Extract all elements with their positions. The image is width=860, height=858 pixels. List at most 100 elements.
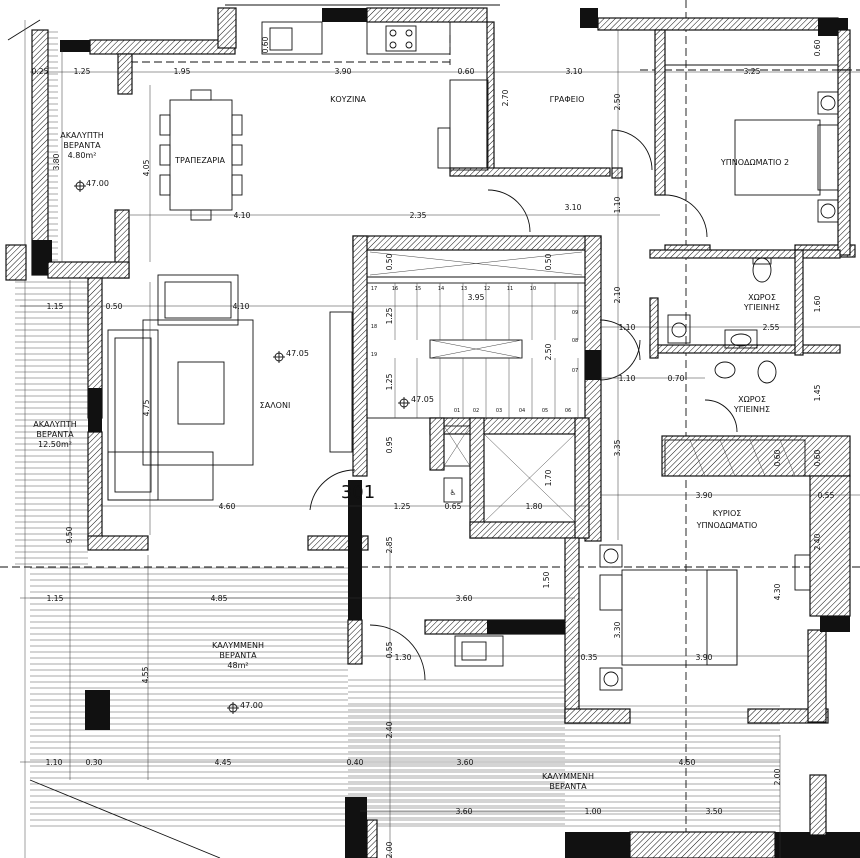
dimension-label: 0.50 [106,302,123,311]
dimension-label: 3.60 [456,594,473,603]
dimension-label: 0.95 [385,436,394,453]
stair-step-number: 18 [371,324,377,330]
room-label-master-b: ΥΠΝΟΔΩΜΑΤΙΟ [696,521,758,530]
dimension-label: 3.80 [52,153,61,170]
dimension-label: 0.40 [347,758,364,767]
stair-step-number: 10 [530,286,536,292]
dimension-label: 3.90 [696,653,713,662]
dimension-label: 3.60 [457,758,474,767]
room-label-open-veranda-left-a: ΑΚΑΛΥΠΤΗ [33,420,76,429]
dimension-label: 4.05 [142,159,151,176]
room-labels: ΚΟΥΖΙΝΑ ΓΡΑΦΕΙΟ ΥΠΝΟΔΩΜΑΤΙΟ 2 ΤΡΑΠΕΖΑΡΙΑ… [33,95,789,791]
stair-step-number: 05 [542,408,548,414]
dimension-label: 3.50 [706,807,723,816]
vertical-dimensions: 0.60 2.70 2.50 0.60 3.80 4.05 1.10 2.10 1.60 1.25… [52,36,822,858]
dimension-label: 0.35 [581,653,598,662]
dimension-label: 2.50 [544,343,553,360]
dimension-label: 1.10 [613,196,622,213]
dimension-label: 0.60 [773,449,782,466]
stair-step-number: 04 [519,408,525,414]
dimension-label: 1.15 [47,302,64,311]
dimension-label: 1.80 [526,502,543,511]
stair-step-number: 17 [371,286,377,292]
dimension-label: 4.30 [773,583,782,600]
dimension-label: 2.55 [763,323,780,332]
dimension-label: 1.10 [46,758,63,767]
dimension-label: 3.25 [744,67,761,76]
dimension-label: 0.50 [385,253,394,270]
dimension-label: 1.50 [542,571,551,588]
stair-step-number: 12 [484,286,490,292]
room-label-bath2-a: ΧΩΡΟΣ [738,395,766,404]
room-label-living: ΣΑΛΟΝΙ [260,401,291,410]
level-covered-veranda: 47.00 [240,701,263,710]
dimension-label: 1.60 [813,295,822,312]
dimension-label: 0.65 [445,502,462,511]
stair-step-number: 03 [496,408,502,414]
dimension-label: 2.40 [385,721,394,738]
level-veranda-top: 47.00 [86,179,109,188]
room-label-bath1-b: ΥΓΙΕΙΝΗΣ [743,303,780,312]
stair-step-number: 15 [415,286,421,292]
room-label-bath2-b: ΥΓΙΕΙΝΗΣ [733,405,770,414]
dimension-label: 2.10 [613,286,622,303]
stair-step-number: 09 [572,310,578,316]
dimension-label: 3.10 [565,203,582,212]
dimension-label: 3.10 [566,67,583,76]
room-label-open-veranda-left-b: ΒΕΡΑΝΤΑ [36,430,74,439]
room-label-open-veranda-top-c: 4.80m² [68,151,97,160]
level-living: 47.05 [286,349,309,358]
level-markers: 47.00 47.05 47.05 47.00 [74,179,434,714]
dimension-label: 1.45 [813,384,822,401]
dimension-label: 1.25 [394,502,411,511]
room-label-office: ΓΡΑΦΕΙΟ [550,95,585,104]
dimension-label: 4.55 [141,666,150,683]
dimension-label: 2.50 [613,93,622,110]
dimension-label: 3.30 [613,621,622,638]
stair-step-number: 02 [473,408,479,414]
dimension-label: 1.10 [619,323,636,332]
dimension-lines [20,30,860,858]
dimension-label: 2.70 [501,89,510,106]
room-label-open-veranda-left-c: 12.50m² [38,440,72,449]
dimension-label: 1.25 [385,307,394,324]
stair-step-number: 08 [572,338,578,344]
stair-step-number: 16 [392,286,398,292]
dimension-label: 0.25 [32,67,49,76]
room-label-open-veranda-top-b: ΒΕΡΑΝΤΑ [63,141,101,150]
room-label-covered-veranda-a: ΚΑΛΥΜΜΕΝΗ [212,641,264,650]
room-label-covered-veranda-c: 48m² [227,661,248,670]
level-stair: 47.05 [411,395,434,404]
room-label-dining: ΤΡΑΠΕΖΑΡΙΑ [174,156,225,165]
room-label-covered-veranda-bottom-b: ΒΕΡΑΝΤΑ [549,782,587,791]
room-label-master-a: ΚΥΡΙΟΣ [713,509,742,518]
stair-step-number: 19 [371,352,377,358]
dimension-label: 0.70 [668,374,685,383]
dimension-label: 0.60 [261,36,270,53]
stair-step-number: 13 [461,286,467,292]
svg-text:♿: ♿ [450,488,457,497]
dimension-label: 0.50 [544,253,553,270]
dimension-label: 0.60 [813,39,822,56]
doors [309,129,738,681]
dimension-label: 0.55 [818,491,835,500]
room-label-kitchen: ΚΟΥΖΙΝΑ [330,95,366,104]
stair-step-number: 11 [507,286,513,292]
room-label-covered-veranda-bottom-a: ΚΑΛΥΜΜΕΝΗ [542,772,594,781]
walls [5,7,860,858]
dimension-label: 4.75 [142,399,151,416]
dimension-label: 3.95 [468,293,485,302]
dimension-label: 4.60 [219,502,236,511]
dimension-label: 3.90 [696,491,713,500]
dimension-label: 2.85 [385,536,394,553]
room-label-open-veranda-top-a: ΑΚΑΛΥΠΤΗ [60,131,103,140]
dimension-label: 3.90 [335,67,352,76]
dimension-label: 1.95 [174,67,191,76]
dimension-label: 4.85 [211,594,228,603]
dimension-label: 2.40 [813,533,822,550]
dimension-label: 1.70 [544,469,553,486]
dimension-label: 4.50 [679,758,696,767]
